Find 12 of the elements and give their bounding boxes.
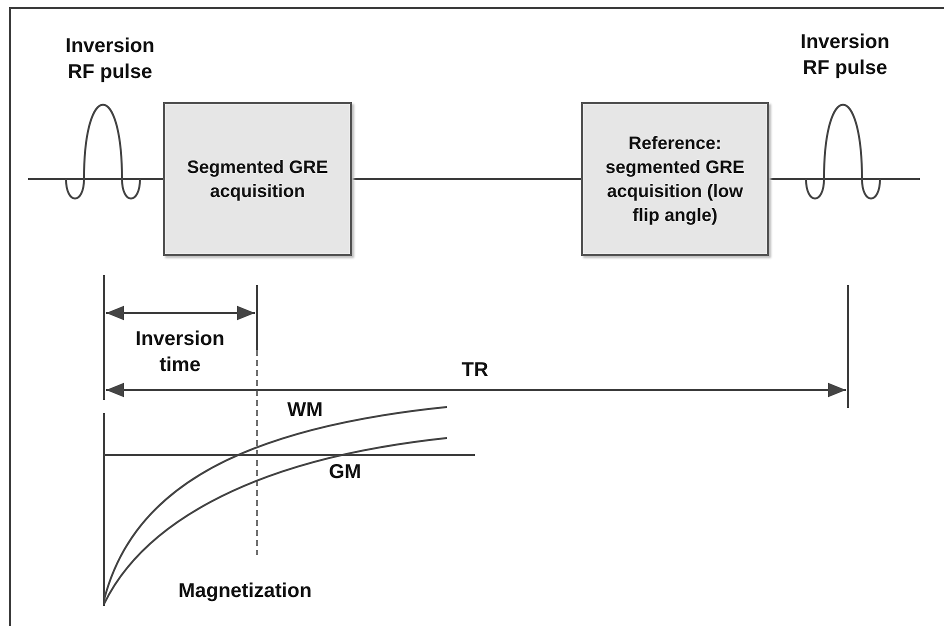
dimension-label: TR [460, 358, 490, 383]
timeline [352, 178, 581, 180]
pulse-label: Inversion RF pulse [64, 34, 156, 85]
acquisition-box [581, 102, 769, 256]
axis-label: Magnetization [177, 579, 313, 604]
box-label: Reference: segmented GRE acquisition (low flip angle) [604, 132, 746, 227]
pulse-label: Inversion RF pulse [800, 30, 890, 81]
curve-label: GM [328, 460, 362, 485]
acquisition-box [163, 102, 352, 256]
curve-label: WM [286, 398, 324, 423]
dimension-label: Inversion time [134, 327, 226, 378]
box-label: Segmented GRE acquisition [186, 156, 330, 203]
